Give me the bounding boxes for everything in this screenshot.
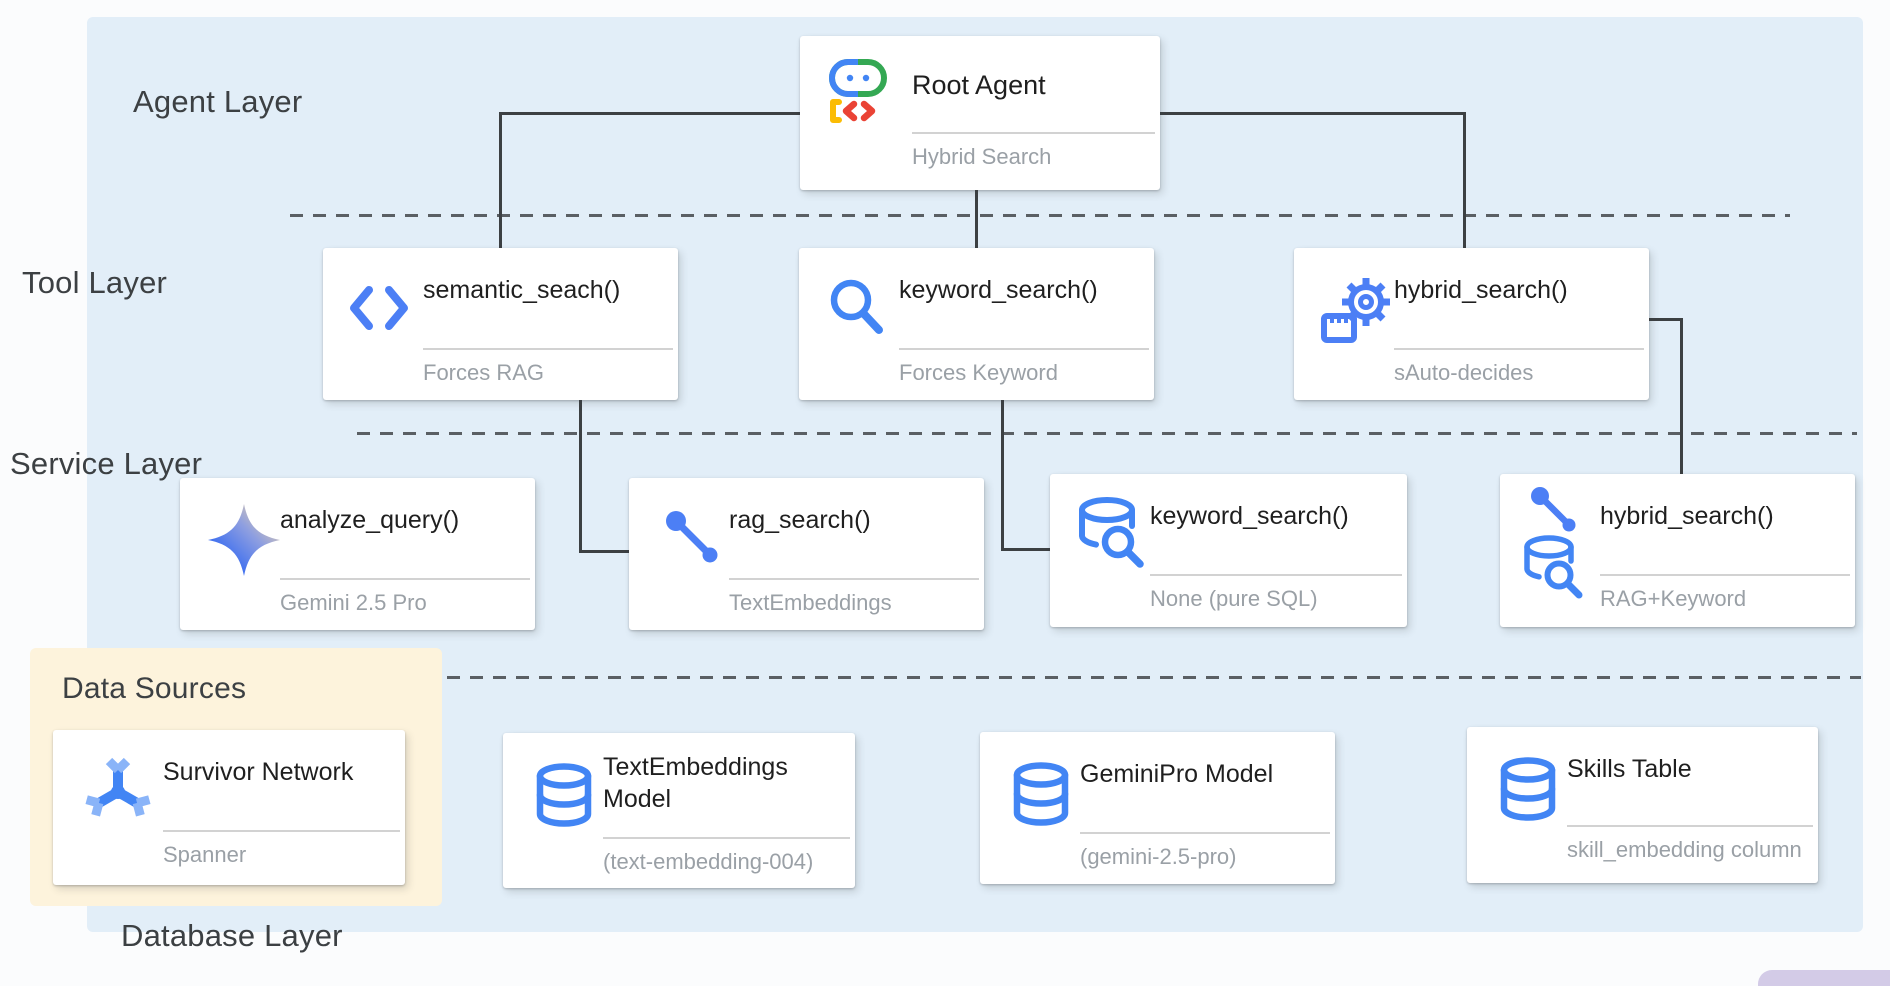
adk-robot-icon bbox=[824, 56, 892, 124]
card-service-analyze-query: analyze_query() Gemini 2.5 Pro bbox=[180, 478, 535, 630]
card-title: GeminiPro Model bbox=[1080, 760, 1274, 788]
connector-root-to-semantic bbox=[499, 112, 502, 250]
card-service-hybrid-search: hybrid_search() RAG+Keyword bbox=[1500, 474, 1855, 627]
card-title: hybrid_search() bbox=[1394, 276, 1568, 304]
card-subtitle: TextEmbeddings bbox=[729, 590, 892, 615]
gear-icon bbox=[1320, 272, 1396, 348]
connector-hybrid-to-service-h bbox=[1648, 318, 1683, 321]
card-subtitle: (text-embedding-004) bbox=[603, 849, 814, 874]
card-survivor-network: Survivor Network Spanner bbox=[53, 730, 405, 885]
card-tool-semantic-search: semantic_seach() Forces RAG bbox=[323, 248, 678, 400]
card-divider bbox=[423, 348, 673, 350]
card-subtitle: Forces RAG bbox=[423, 360, 545, 385]
card-root-agent: Root Agent Hybrid Search bbox=[800, 36, 1160, 190]
service-database-separator bbox=[447, 676, 1861, 679]
card-subtitle: Hybrid Search bbox=[912, 144, 1052, 169]
connector-keyword-to-service-v bbox=[1001, 400, 1004, 551]
database-icon bbox=[1010, 762, 1072, 828]
slope-icon bbox=[663, 508, 723, 568]
card-title: analyze_query() bbox=[280, 506, 460, 534]
card-subtitle: sAuto-decides bbox=[1394, 360, 1534, 385]
card-title: semantic_seach() bbox=[423, 276, 621, 304]
card-subtitle: (gemini-2.5-pro) bbox=[1080, 844, 1237, 869]
card-title: hybrid_search() bbox=[1600, 502, 1774, 530]
connector-keyword-to-service-h bbox=[1001, 548, 1051, 551]
card-subtitle: Spanner bbox=[163, 842, 247, 867]
card-service-rag-search: rag_search() TextEmbeddings bbox=[629, 478, 984, 630]
database-search-icon bbox=[1074, 496, 1148, 570]
card-tool-hybrid-search: hybrid_search() sAuto-decides bbox=[1294, 248, 1649, 400]
search-icon bbox=[825, 276, 889, 340]
service-layer-label: Service Layer bbox=[10, 446, 203, 481]
card-divider bbox=[899, 348, 1149, 350]
connector-semantic-to-rag-v bbox=[579, 400, 582, 553]
bottom-right-decoration bbox=[1758, 970, 1890, 986]
card-skills-table: Skills Table skill_embedding column bbox=[1467, 727, 1818, 883]
card-title: Root Agent bbox=[912, 70, 1046, 100]
card-title: Survivor Network bbox=[163, 758, 354, 786]
database-icon bbox=[1497, 757, 1559, 823]
connector-semantic-to-rag-h bbox=[579, 550, 631, 553]
card-divider bbox=[1080, 832, 1330, 834]
connector-root-to-hybrid bbox=[1463, 112, 1466, 250]
card-title: keyword_search() bbox=[1150, 502, 1349, 530]
data-sources-label: Data Sources bbox=[62, 672, 247, 705]
code-icon bbox=[349, 284, 421, 332]
card-textembeddings-model: TextEmbeddings Model (text-embedding-004… bbox=[503, 733, 855, 888]
card-tool-keyword-search: keyword_search() Forces Keyword bbox=[799, 248, 1154, 400]
card-subtitle: Forces Keyword bbox=[899, 360, 1058, 385]
connector-root-to-keyword bbox=[975, 190, 978, 250]
tool-service-separator bbox=[357, 432, 1857, 435]
spanner-icon bbox=[81, 752, 155, 826]
tool-layer-label: Tool Layer bbox=[22, 265, 168, 300]
card-divider bbox=[1150, 574, 1402, 576]
slope-icon bbox=[1528, 484, 1580, 536]
card-divider bbox=[1600, 574, 1850, 576]
card-divider bbox=[1394, 348, 1644, 350]
card-subtitle: RAG+Keyword bbox=[1600, 586, 1747, 611]
card-subtitle: Gemini 2.5 Pro bbox=[280, 590, 427, 615]
card-title: rag_search() bbox=[729, 506, 871, 534]
card-title: keyword_search() bbox=[899, 276, 1098, 304]
card-divider bbox=[1567, 825, 1813, 827]
gemini-star-icon bbox=[206, 502, 282, 578]
agent-tool-separator bbox=[290, 214, 1790, 217]
card-title: TextEmbeddings Model bbox=[603, 753, 788, 813]
agent-layer-label: Agent Layer bbox=[133, 84, 303, 119]
card-divider bbox=[163, 830, 400, 832]
card-service-keyword-search: keyword_search() None (pure SQL) bbox=[1050, 474, 1407, 627]
card-divider bbox=[280, 578, 530, 580]
card-geminipro-model: GeminiPro Model (gemini-2.5-pro) bbox=[980, 732, 1335, 884]
card-divider bbox=[729, 578, 979, 580]
database-layer-label: Database Layer bbox=[121, 918, 343, 953]
database-icon bbox=[533, 763, 595, 829]
database-search-icon bbox=[1520, 534, 1586, 600]
card-subtitle: None (pure SQL) bbox=[1150, 586, 1318, 611]
connector-hybrid-to-service-v bbox=[1680, 318, 1683, 476]
card-divider bbox=[603, 837, 850, 839]
card-subtitle: skill_embedding column bbox=[1567, 837, 1802, 862]
card-title: Skills Table bbox=[1567, 755, 1692, 783]
card-divider bbox=[912, 132, 1155, 134]
